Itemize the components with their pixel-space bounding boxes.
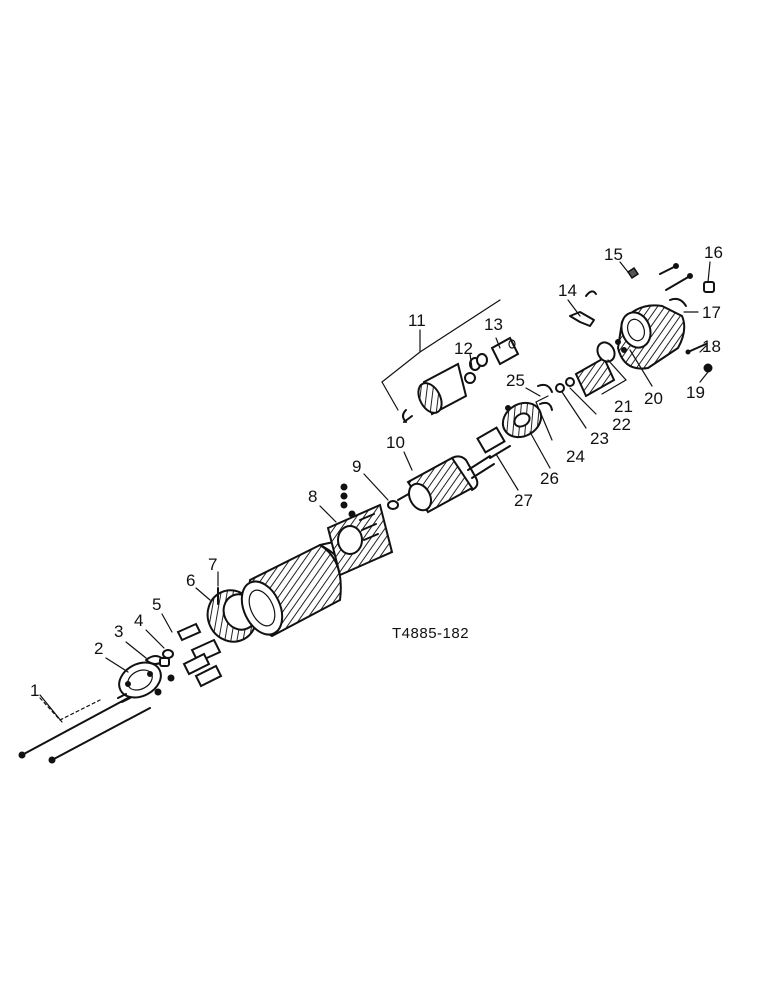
callout-11: 11 [408,311,426,330]
armature [397,455,495,514]
callout-1: 1 [30,681,39,700]
callout-6: 6 [186,571,195,590]
field-coils [326,483,394,577]
callout-19: 19 [686,383,705,402]
callout-13: 13 [484,315,503,334]
drive-end-housing [615,297,687,370]
field-yoke [240,540,355,638]
callout-20: 20 [644,389,663,408]
leader-lines [39,261,711,723]
callout-3: 3 [114,622,123,641]
mounting-screws [626,263,715,293]
pinion-clutch [574,341,616,398]
callout-26: 26 [540,469,559,488]
figure-reference: T4885-182 [392,625,469,642]
through-bolts [18,697,151,764]
callout-4: 4 [134,611,143,630]
callout-27: 27 [514,491,533,510]
callout-8: 8 [308,487,317,506]
callout-24: 24 [566,447,585,466]
drive-shaft [476,426,511,459]
callout-16: 16 [704,243,723,262]
callout-21: 21 [614,397,633,416]
callout-23: 23 [590,429,609,448]
callout-12: 12 [454,339,473,358]
pin-and-plug [685,343,713,373]
snap-rings [537,377,575,411]
callout-2: 2 [94,639,103,658]
callout-9: 9 [352,457,361,476]
callout-25: 25 [506,371,525,390]
callout-10: 10 [386,433,405,452]
washers-and-bushing [145,649,175,682]
callout-15: 15 [604,245,623,264]
callout-7: 7 [208,555,217,574]
solenoid-assembly [402,336,520,423]
callout-22: 22 [612,415,631,434]
callout-5: 5 [152,595,161,614]
shift-lever [569,290,597,327]
washer-9 [387,500,399,510]
callout-17: 17 [702,303,721,322]
callout-labels: 1 2 3 4 5 6 7 8 9 10 11 12 13 14 15 16 1… [30,243,723,700]
callout-14: 14 [558,281,577,300]
end-cover [117,661,162,703]
callout-18: 18 [702,337,721,356]
